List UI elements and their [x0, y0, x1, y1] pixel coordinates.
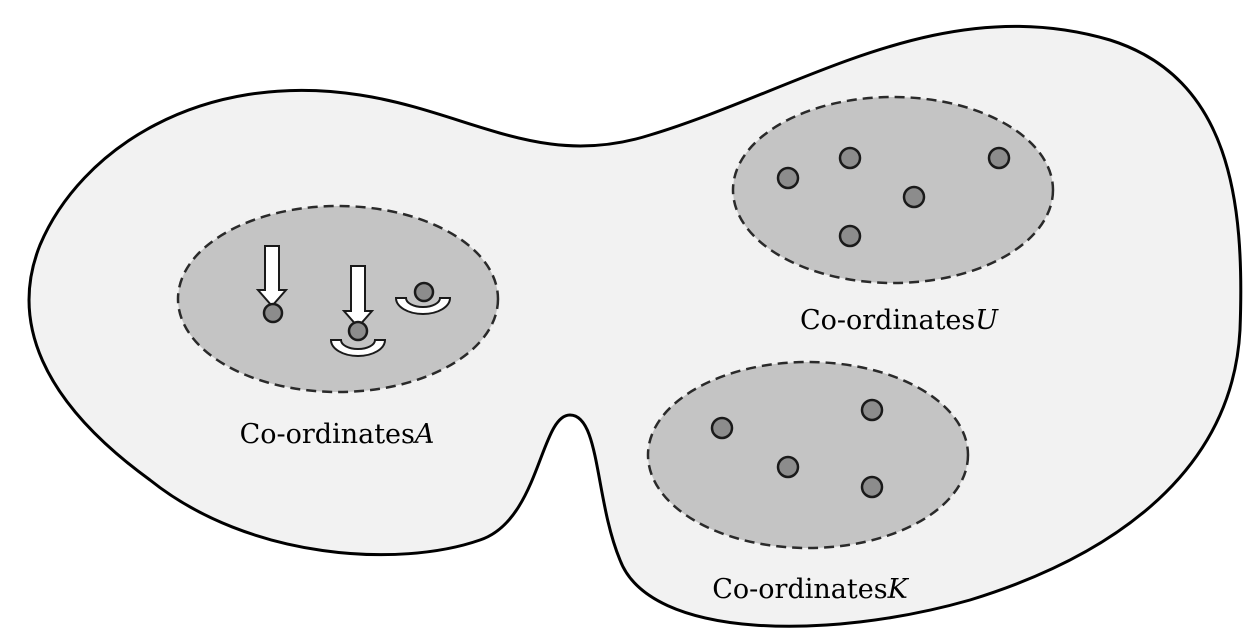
cluster-k-node [776, 455, 800, 479]
cluster-a-region [176, 204, 500, 394]
cluster-k-node [710, 416, 734, 440]
down-arrow-icon [341, 265, 375, 329]
cluster-k-node [860, 398, 884, 422]
cluster-k-region [646, 360, 970, 550]
cluster-u-node [838, 224, 862, 248]
cluster-u-region [731, 95, 1055, 285]
down-arrow-icon [255, 245, 289, 308]
cluster-u-label: Co-ordinatesU [800, 305, 999, 336]
cluster-u: Co-ordinatesU [731, 95, 1055, 336]
cup-icon [329, 339, 387, 357]
cluster-u-node [902, 185, 926, 209]
cluster-a: Co-ordinatesA [176, 204, 500, 450]
cluster-k: Co-ordinatesK [646, 360, 970, 605]
cluster-k-label: Co-ordinatesK [712, 574, 909, 605]
cluster-a-node [413, 281, 435, 303]
cluster-a-node [347, 320, 369, 342]
cluster-u-node [987, 146, 1011, 170]
cluster-a-label: Co-ordinatesA [240, 419, 435, 450]
cluster-u-node [838, 146, 862, 170]
cluster-k-node [860, 475, 884, 499]
cluster-u-node [776, 166, 800, 190]
cluster-a-node [262, 302, 284, 324]
cup-icon [394, 297, 452, 315]
